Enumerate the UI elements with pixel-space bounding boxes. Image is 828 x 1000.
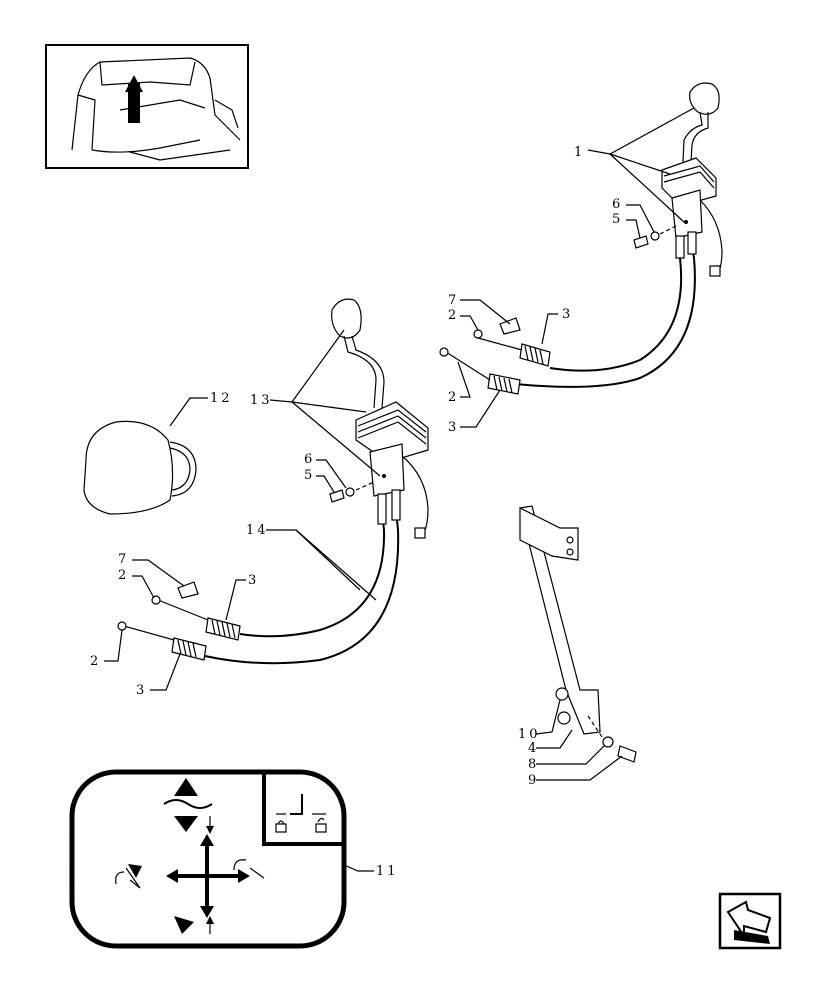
callout-3-upper-a: 3 [562,307,573,322]
callout-2-upper-a: 2 [448,308,459,323]
callout-3-middle-b: 3 [136,683,147,698]
joystick-assembly-middle [117,298,429,665]
callout-10: 10 [518,727,541,742]
callout-2-upper-b: 2 [448,390,459,405]
callout-5-upper: 5 [612,212,623,227]
callout-2-middle-b: 2 [90,654,101,669]
callout-labels: 1 6 5 7 2 3 2 3 12 13 6 5 14 7 2 3 2 3 1… [90,145,623,879]
bracket [519,505,637,763]
callout-12: 12 [210,391,233,406]
callout-3-upper-b: 3 [448,420,459,435]
callout-5-middle: 5 [304,468,315,483]
callout-14: 14 [246,523,269,538]
callout-6-upper: 6 [612,197,623,212]
callout-3-middle-a: 3 [248,573,259,588]
callout-7-middle: 7 [118,552,129,567]
joystick-assembly-upper [439,82,723,395]
knob-cover [83,420,197,515]
callout-13: 13 [250,393,273,408]
callout-2-middle-a: 2 [118,568,129,583]
callout-9: 9 [528,773,539,788]
callout-6-middle: 6 [304,452,315,467]
callout-1: 1 [574,145,585,160]
tractor-cab-locator-icon [71,57,241,161]
callout-8: 8 [528,757,539,772]
callout-leaders [104,107,695,872]
locator-thumbnail [45,44,249,169]
callout-4: 4 [528,741,539,756]
callout-11: 11 [376,864,399,879]
control-pattern-decal [69,769,347,949]
next-page-arrow-icon[interactable] [718,892,782,950]
callout-7-upper: 7 [448,293,459,308]
